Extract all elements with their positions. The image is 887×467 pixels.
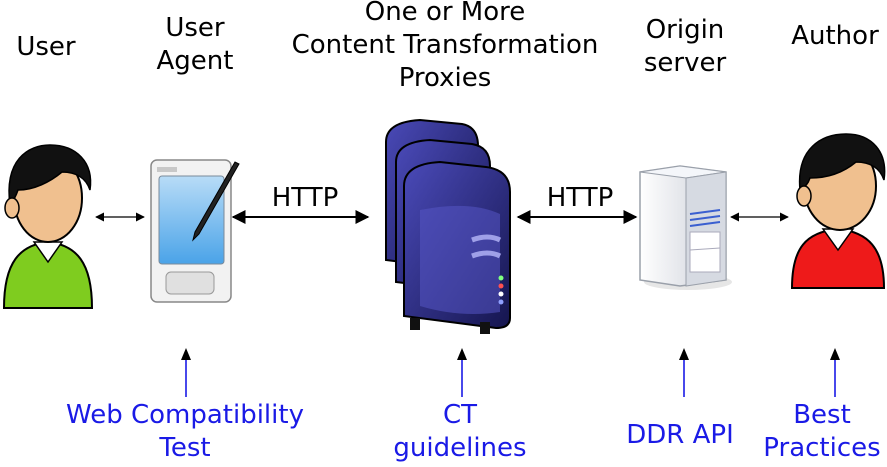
label-web-compatibility-test: Web Compatibility Test [66, 400, 304, 463]
annotation-arrowheads [181, 348, 840, 360]
label-user: User [16, 32, 76, 62]
label-author: Author [791, 21, 879, 51]
origin-server-icon [639, 165, 732, 290]
label-best-practices: Best Practices [763, 400, 881, 463]
author-person-icon [790, 133, 886, 289]
label-ddr-api: DDR API [626, 420, 734, 450]
label-origin-server: Origin server [643, 15, 727, 78]
pda-icon [150, 159, 240, 303]
label-http-left: HTTP [271, 183, 339, 213]
proxy-servers-icon [385, 118, 511, 334]
label-ct-guidelines: CT guidelines [393, 400, 527, 463]
label-http-right: HTTP [546, 183, 614, 213]
label-proxies: One or More Content Transformation Proxi… [291, 0, 599, 93]
annotation-arrows [185, 352, 836, 397]
user-person-icon [2, 144, 94, 309]
label-user-agent: User Agent [156, 13, 234, 76]
